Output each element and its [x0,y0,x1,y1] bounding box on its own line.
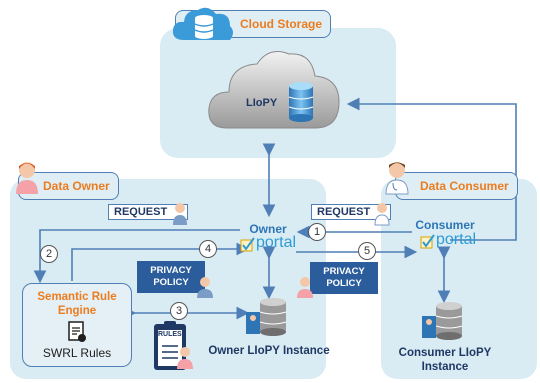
step-5-marker: 5 [358,242,376,260]
rules-clipboard-label: RULES [158,331,182,338]
owner-policy-line2: POLICY [153,277,189,288]
consumer-instance-label: Consumer LIoPY Instance [386,346,504,374]
consumer-instance-line2: Instance [421,361,469,373]
swrl-document-icon [68,321,86,342]
owner-instance-database-icon [246,298,287,336]
consumer-portal-check-icon [420,234,435,249]
rules-person-icon [177,347,193,369]
owner-privacy-policy-badge: PRIVACY POLICY [137,261,205,293]
step-3-marker: 3 [170,302,188,320]
lioPY-cloud-icon [208,51,340,129]
consumer-instance-line1: Consumer LIoPY [398,347,492,359]
data-owner-person-icon [16,162,38,194]
consumer-privacy-policy-badge: PRIVACY POLICY [310,262,378,294]
consumer-policy-person-icon [297,277,313,298]
cloud-database-icon [172,7,233,40]
consumer-portal-name: Consumer [415,218,475,232]
engine-title-line1: Semantic Rule [37,291,117,303]
data-consumer-zone [381,179,537,379]
owner-portal-check-icon [240,237,255,252]
owner-portal-name: Owner [249,222,287,236]
owner-policy-line1: PRIVACY [150,265,192,276]
cloud-db-label: LIoPY [246,97,278,109]
step-2-marker: 2 [40,245,58,263]
owner-request-label: REQUEST [108,204,189,220]
swrl-rules-label: SWRL Rules [42,346,112,360]
data-consumer-doctor-icon [385,162,409,195]
semantic-rule-engine-box: Semantic Rule Engine SWRL Rules [22,283,132,367]
consumer-policy-line1: PRIVACY [323,266,365,277]
owner-policy-person-icon [197,277,213,298]
consumer-request-label: REQUEST [311,204,392,220]
consumer-instance-database-icon [422,302,463,340]
owner-portal-word: portal [256,234,297,251]
data-consumer-title: Data Consumer [395,172,518,200]
step-1-marker: 1 [308,223,326,241]
consumer-request-person-icon [374,203,390,226]
engine-title-line2: Engine [57,305,97,317]
consumer-portal-word: portal [436,231,477,248]
consumer-policy-line2: POLICY [326,278,362,289]
rules-clipboard-icon [154,321,186,370]
owner-instance-label: Owner LIoPY Instance [208,345,330,357]
owner-request-person-icon [173,203,187,225]
step-4-marker: 4 [199,240,217,258]
